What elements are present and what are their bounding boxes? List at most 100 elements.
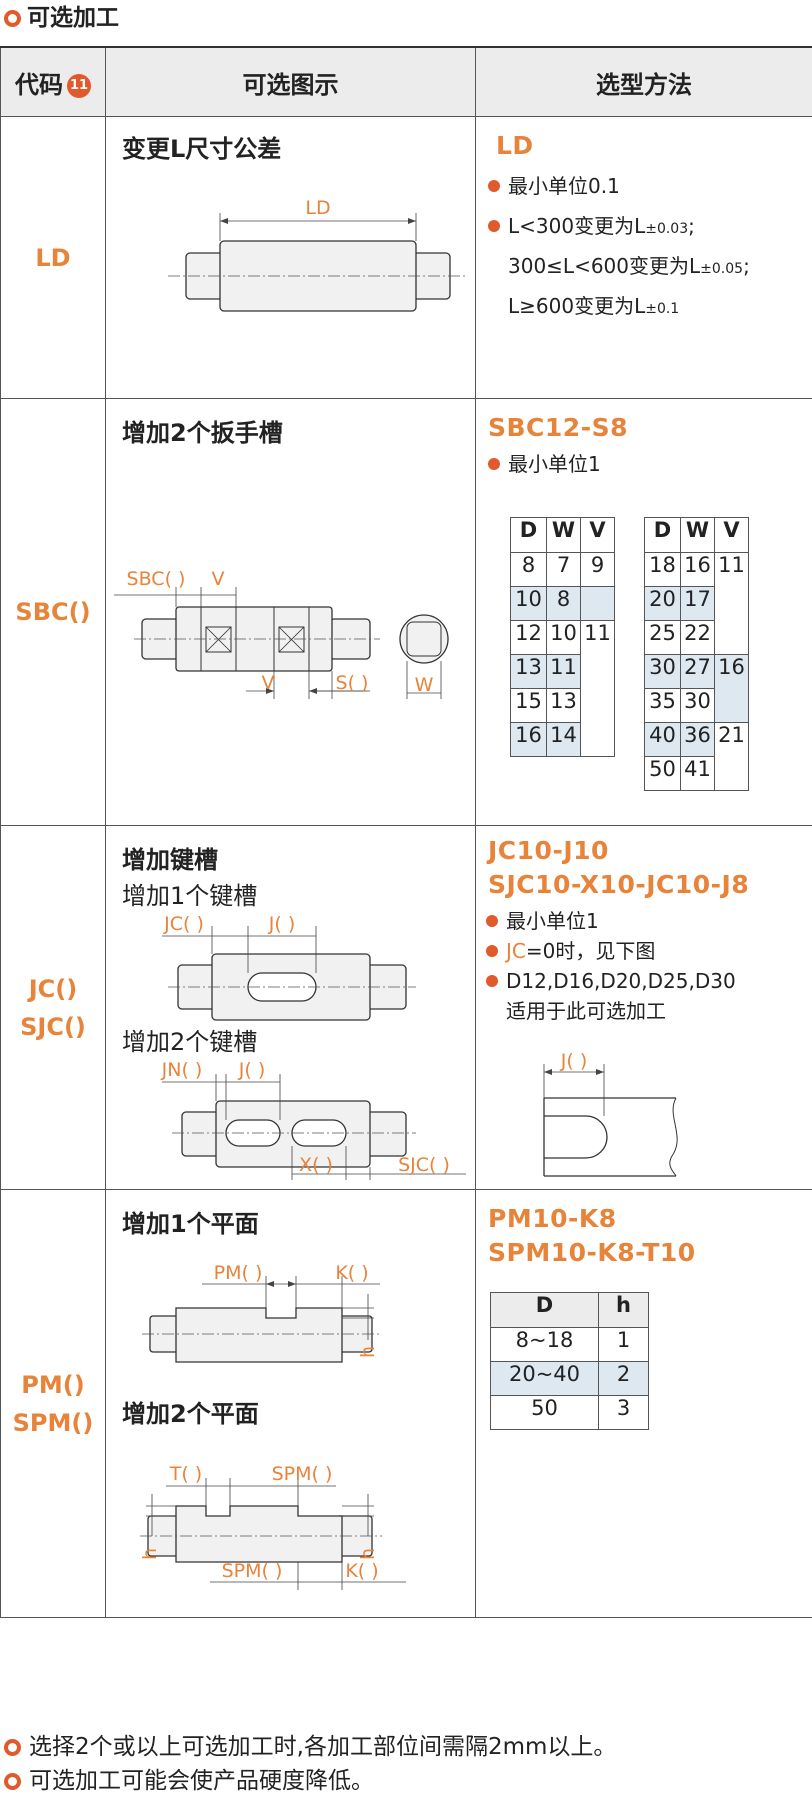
bullet-dot-icon [488, 180, 500, 192]
row-jc: JC() SJC() 增加键槽 增加1个键槽 增加2个键槽 JC( ) J( ) [0, 825, 812, 1190]
section-heading: 可选加工 [4, 0, 119, 36]
code-jc-1: JC() [28, 974, 78, 1003]
image-ld: 变更L尺寸公差 LD [105, 116, 476, 399]
cell-v: 16 [714, 654, 749, 723]
jc-sub-2: 增加2个键槽 [122, 1028, 258, 1056]
cell-w: 27 [680, 654, 715, 689]
cell-h: 3 [598, 1395, 649, 1430]
ld-tail-2: ; [743, 254, 750, 278]
cell-v: 11 [714, 552, 749, 655]
method-jc: JC10-J10 SJC10-X10-JC10-J8 最小单位1 JC=0时，见… [475, 825, 812, 1190]
pm-method-code-2: SPM10-K8-T10 [488, 1238, 696, 1267]
pm-label: PM( ) [214, 1262, 263, 1284]
code-ld: LD [0, 116, 106, 399]
footnote-2-text: 可选加工可能会使产品硬度降低。 [29, 1768, 374, 1794]
hdr-d: D [490, 1292, 599, 1328]
sbc-bullet-1: 最小单位1 [488, 449, 601, 479]
ld-bullet-1-text: 最小单位0.1 [508, 174, 620, 198]
ld-cont-2: L≥600变更为L±0.1 [508, 291, 679, 324]
jc-bullet-3: D12,D16,D20,D25,D30 [486, 966, 736, 996]
jc-bullet-1: 最小单位1 [486, 906, 599, 936]
bullet-dot-icon [488, 220, 500, 232]
cell-w: 22 [680, 620, 715, 655]
ld-bullet-2: L<300变更为L±0.03; [488, 211, 695, 244]
x-label: X( ) [299, 1154, 333, 1176]
jc-shaft-drawing: JC( ) J( ) JN( ) J( ) X( ) [161, 913, 466, 1180]
bullet-dot-icon [486, 915, 498, 927]
cell-d: 12 [510, 620, 547, 655]
code-jc-2: SJC() [20, 1012, 86, 1041]
cell-d: 13 [510, 654, 547, 689]
sbc-v-top-label: V [212, 568, 225, 590]
t-label: T( ) [169, 1463, 202, 1485]
j-label-1: J( ) [268, 913, 295, 935]
j-label-3: J( ) [560, 1050, 587, 1072]
footnote-1-text: 选择2个或以上可选加工时,各加工部位间需隔2mm以上。 [29, 1734, 617, 1760]
section-heading-text: 可选加工 [27, 5, 119, 31]
image-pm: 增加1个平面 增加2个平面 PM( ) K( ) h [105, 1189, 476, 1618]
h-label-3: h [357, 1548, 379, 1560]
ld-bullet-1: 最小单位0.1 [488, 171, 620, 201]
h-label-1: h [357, 1346, 379, 1358]
header-code-text: 代码 [15, 70, 63, 99]
circle-bullet-icon [4, 1739, 21, 1756]
code-pm: PM() SPM() [0, 1189, 106, 1618]
code-pm-1: PM() [21, 1370, 85, 1399]
ld-method-code: LD [496, 131, 534, 160]
h-label-2: h [139, 1548, 161, 1560]
row-sbc: SBC() 增加2个扳手槽 [0, 398, 812, 826]
hdr-w: W [546, 517, 581, 553]
cell-h: 1 [598, 1327, 649, 1362]
cell-d: 16 [510, 722, 547, 757]
code-pm-2: SPM() [12, 1408, 94, 1437]
ld-shaft-drawing: LD [168, 197, 466, 312]
pm-sub-1: 增加1个平面 [122, 1210, 259, 1238]
bullet-dot-icon [488, 458, 500, 470]
jc-label: JC( ) [163, 913, 204, 935]
circle-bullet-icon [4, 10, 21, 27]
ld-cont-1-text: 300≤L<600变更为L [508, 254, 701, 278]
sjc-label: SJC( ) [398, 1154, 450, 1176]
ld-bullet-2-text: L<300变更为L [508, 214, 646, 238]
k-label-1: K( ) [335, 1262, 368, 1284]
cell-v: 21 [714, 722, 749, 791]
jc-bullet-2-text: =0时，见下图 [525, 939, 656, 963]
pm-table-header: D h [490, 1292, 649, 1328]
jc-method-code-2: SJC10-X10-JC10-J8 [488, 870, 750, 899]
pm-shaft-drawing: PM( ) K( ) h T( ) SPM( ) [139, 1262, 406, 1590]
row-ld: LD 变更L尺寸公差 LD LD 最小单位0.1 L<300变更为L±0.03;… [0, 116, 812, 399]
code-sbc: SBC() [0, 398, 106, 826]
cell-d: 25 [644, 620, 681, 655]
cell-d: 20 [644, 586, 681, 621]
cell-v: 9 [580, 552, 615, 587]
jn-label: JN( ) [161, 1059, 203, 1081]
j-label-2: J( ) [238, 1059, 265, 1081]
cell-h: 2 [598, 1361, 649, 1396]
ld-tol-2: ±0.05 [700, 261, 744, 277]
hdr-v: V [714, 517, 749, 553]
circle-bullet-icon [4, 1773, 21, 1790]
header-method: 选型方法 [475, 46, 812, 117]
pm-sub-2: 增加2个平面 [122, 1400, 259, 1428]
sbc-shaft-drawing: SBC( ) V V S( ) W [114, 568, 449, 699]
sbc-right-header: D W V [644, 517, 749, 553]
ld-tol-3: ±0.1 [645, 301, 680, 317]
row-pm: PM() SPM() 增加1个平面 增加2个平面 PM( ) K( ) [0, 1189, 812, 1618]
jc-cont: 适用于此可选加工 [506, 999, 666, 1023]
